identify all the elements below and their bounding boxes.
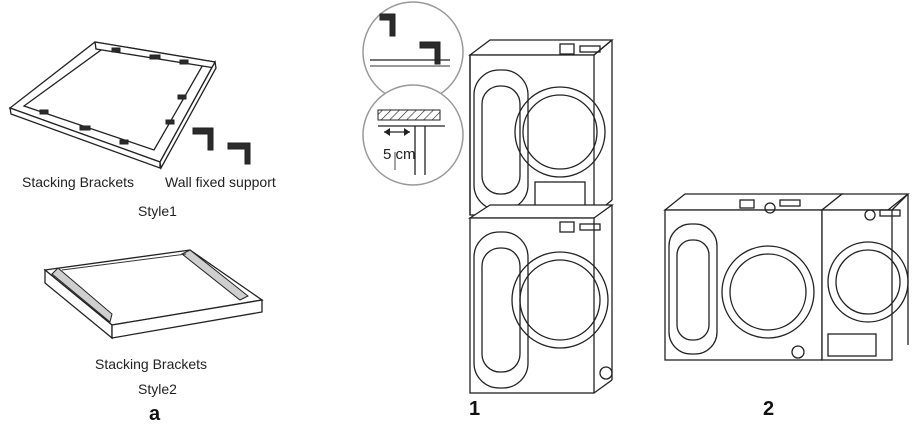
measurement-label: 5 cm [383,146,416,163]
zoom-callout-bottom [362,84,464,186]
stacking-frame-style2 [43,249,264,340]
side-by-side-washers-illustration [663,193,910,361]
panel-2-label: 2 [763,398,775,420]
stacking-brackets-label-style1: Stacking Brackets [22,174,135,190]
zoom-callout-top [362,1,464,103]
stacked-washers-illustration [467,39,615,394]
wall-fixed-support-label: Wall fixed support [165,174,276,190]
panel-a-label: a [149,403,161,425]
stacking-frame-style1 [8,41,217,170]
panel-1-label: 1 [469,398,481,420]
style2-label: Style2 [138,381,177,397]
style1-label: Style1 [138,203,177,219]
wall-fixed-support-icon [192,127,251,165]
stacking-brackets-label-style2: Stacking Brackets [95,356,208,372]
